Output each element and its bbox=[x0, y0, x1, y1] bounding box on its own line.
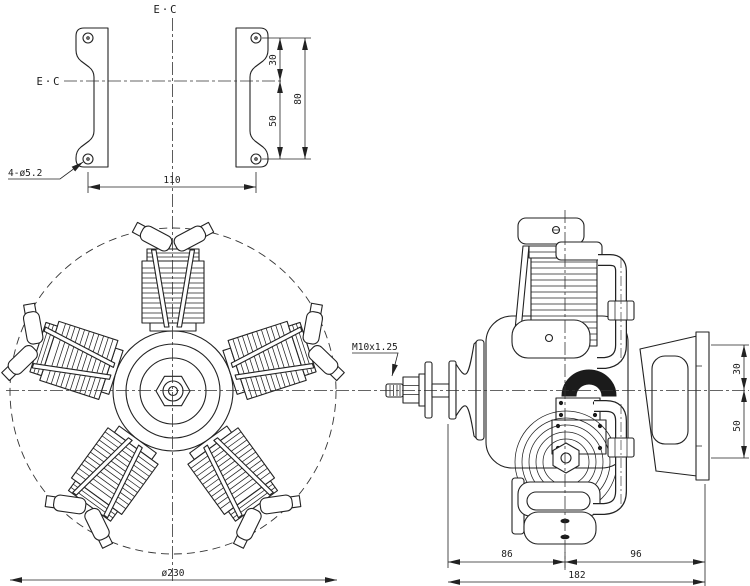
dim-side-lower: 50 bbox=[732, 420, 743, 432]
dim-side-overall: 182 bbox=[568, 570, 585, 581]
bracket-cutout bbox=[651, 355, 689, 445]
dim-bracket-overall: 80 bbox=[293, 93, 304, 105]
hub-flange bbox=[475, 339, 485, 441]
hub-spool bbox=[455, 341, 477, 439]
radial-engine-front-view: ø230 bbox=[0, 219, 349, 583]
bottom-cap bbox=[523, 511, 597, 545]
leader-line bbox=[352, 352, 399, 377]
outer-diameter-circle bbox=[9, 227, 337, 555]
drive-washer-front bbox=[424, 361, 433, 419]
intake-flange-box bbox=[555, 241, 603, 261]
spark-plug-hex bbox=[552, 442, 580, 474]
cylinder-upper-left bbox=[0, 297, 130, 413]
cover-screw bbox=[544, 333, 554, 343]
engine-side-view: M10x1.25 30 50 86 96 182 bbox=[352, 217, 749, 586]
cylinder-top bbox=[130, 219, 216, 332]
spark-plug-boot bbox=[561, 369, 617, 397]
rocker-cover-top bbox=[517, 217, 585, 245]
thread-callout: M10x1.25 bbox=[352, 342, 398, 353]
rocker-cover-pill bbox=[526, 491, 591, 511]
drive-washer-rear bbox=[448, 360, 457, 420]
hole-callout: 4-ø5.2 bbox=[8, 168, 42, 179]
intake-pipes bbox=[593, 254, 635, 515]
right-bracket bbox=[235, 27, 269, 168]
dim-side-front: 86 bbox=[501, 549, 513, 560]
bracket-plate-edge bbox=[695, 331, 710, 481]
bottom-cylinder bbox=[511, 410, 618, 545]
left-bracket bbox=[75, 27, 109, 168]
cylinder-upper-right bbox=[216, 297, 349, 413]
dim-side-rear: 96 bbox=[630, 549, 642, 560]
dim-side-upper: 30 bbox=[732, 363, 743, 375]
bracket-detail-view: 30 50 80 110 4-ø5.2 E·C E·C bbox=[8, 4, 311, 193]
valve-plate-upper bbox=[555, 397, 601, 421]
mid-section bbox=[511, 319, 617, 455]
label-ec-left: E·C bbox=[37, 76, 62, 88]
dim-bracket-upper: 30 bbox=[268, 54, 279, 66]
mount-bracket-side bbox=[639, 331, 710, 481]
shaft-bore bbox=[162, 380, 184, 402]
leader-line bbox=[8, 161, 84, 180]
dim-front-diameter: ø230 bbox=[162, 568, 185, 579]
extension-lines bbox=[711, 344, 749, 459]
shaft-hex-nut bbox=[402, 376, 420, 404]
prop-shaft-assembly bbox=[385, 339, 485, 441]
label-ec-top: E·C bbox=[154, 4, 179, 16]
washer bbox=[418, 373, 426, 407]
dim-bracket-lower: 50 bbox=[268, 115, 279, 127]
